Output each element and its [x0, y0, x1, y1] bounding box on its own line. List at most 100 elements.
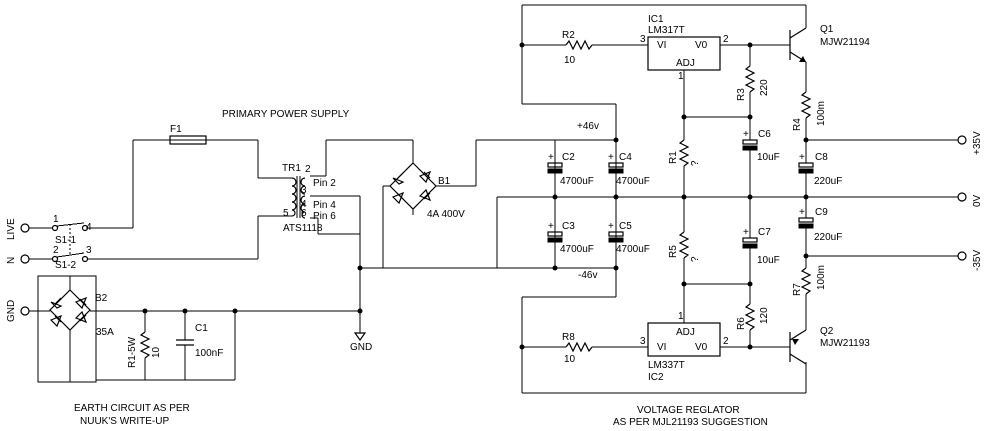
resistor-r6-ref: R6 [736, 317, 747, 330]
live-terminal [20, 223, 52, 233]
resistor-r1-ref: R1 [668, 151, 679, 164]
switch-s1-1-label: S1-1 [55, 235, 77, 246]
cap-c2-ref: C2 [562, 152, 575, 163]
primary-supply-heading: PRIMARY POWER SUPPLY [222, 109, 350, 120]
net-pos46: +46v [577, 121, 599, 132]
gnd-terminal [20, 306, 38, 316]
q2-part: MJW21193 [820, 338, 870, 349]
switch-pin1-label: 1 [53, 214, 59, 225]
pos35-terminal [957, 135, 967, 145]
transformer-n5: 5 [283, 208, 289, 219]
resistor-r6-value: 120 [759, 307, 770, 324]
cap-c2-value: 4700uF [560, 176, 594, 187]
bridge-b2-ref: B2 [95, 293, 108, 304]
transistor-q2 [789, 329, 807, 365]
earth-r1-value: 10 [151, 346, 162, 358]
cap-c6-ref: C6 [758, 129, 771, 140]
cap-c6-value: 10uF [757, 152, 780, 163]
transistor-q1 [789, 27, 807, 63]
capacitor-c2 [547, 162, 563, 174]
resistor-r8 [565, 341, 593, 353]
cap-c3-ref: C3 [562, 221, 575, 232]
bridge-b2-rating: 35A [96, 327, 114, 338]
cap-c5-plus: + [608, 221, 614, 232]
resistor-r3 [744, 65, 756, 93]
neutral-label: N [6, 257, 17, 264]
switch-pin3-label: 3 [86, 245, 92, 256]
zero-label: 0V [972, 194, 983, 207]
transformer-n2: 2 [305, 164, 311, 175]
resistor-r5-value: ? [690, 256, 701, 262]
neutral-terminal [20, 254, 52, 264]
q2-ref: Q2 [820, 326, 834, 337]
cap-c6-plus: + [743, 129, 749, 140]
ic2-pin1: 1 [678, 311, 684, 322]
transformer-n3: 3 [301, 185, 307, 196]
earth-r1-ref: R1-5W [127, 336, 138, 368]
earth-c1-ref: C1 [195, 323, 208, 334]
resistor-r7-ref: R7 [792, 283, 803, 296]
capacitor-c5 [608, 231, 624, 243]
transformer-n4: 4 [301, 199, 307, 210]
resistor-r5 [678, 231, 690, 259]
cap-c7-value: 10uF [757, 255, 780, 266]
bridge-b1 [389, 162, 437, 210]
resistor-r7-value: 100m [816, 265, 827, 290]
resistor-r7 [800, 267, 812, 295]
transformer-n6: 6 [301, 208, 307, 219]
ic2-pin3: 3 [640, 336, 646, 347]
capacitor-c3 [547, 231, 563, 243]
ic2-part: LM337T [648, 360, 685, 371]
ic1-adj: ADJ [676, 58, 695, 69]
switch-s1 [51, 222, 89, 263]
earth-c1-value: 100nF [195, 348, 223, 359]
transformer-tr1 [288, 176, 306, 219]
transformer-pin2: Pin 2 [313, 178, 336, 189]
resistor-r3-ref: R3 [736, 88, 747, 101]
transformer-ref: TR1 [282, 163, 301, 174]
cap-c8-plus: + [799, 152, 805, 163]
fuse-f1 [169, 135, 207, 145]
earth-heading-line2: NUUK'S WRITE-UP [80, 416, 169, 427]
ic2-pin2: 2 [723, 336, 729, 347]
transformer-pin4: Pin 4 [313, 200, 336, 211]
cap-c5-value: 4700uF [616, 244, 650, 255]
resistor-r5-ref: R5 [668, 245, 679, 258]
resistor-r8-value: 10 [564, 354, 576, 365]
ic1-vi: VI [657, 40, 666, 51]
cap-c2-plus: + [548, 152, 554, 163]
cap-c7-plus: + [743, 227, 749, 238]
transformer-part: ATS1118 [283, 223, 323, 234]
resistor-r1-value: ? [690, 160, 701, 166]
ic2-vo: V0 [695, 342, 708, 353]
resistor-r4-value: 100m [816, 101, 827, 126]
bridge-b2 [49, 289, 91, 331]
neg35-label: -35V [972, 250, 983, 271]
resistor-r2-value: 10 [564, 55, 576, 66]
capacitor-c8 [798, 162, 814, 174]
cap-c9-value: 220uF [814, 232, 842, 243]
resistor-r2 [565, 39, 593, 51]
bridge-b1-ref: B1 [438, 176, 451, 187]
live-label: LIVE [6, 218, 17, 240]
cap-c4-plus: + [608, 152, 614, 163]
cap-c3-plus: + [548, 221, 554, 232]
ic2-ref: IC2 [648, 372, 664, 383]
resistor-r1 [678, 139, 690, 167]
resistor-r3-value: 220 [759, 79, 770, 96]
fuse-f1-label: F1 [170, 124, 182, 135]
transformer-pin6: Pin 6 [313, 211, 336, 222]
earth-circuit-frame [37, 275, 97, 383]
cap-c5-ref: C5 [619, 221, 632, 232]
switch-s1-2-label: S1-2 [55, 260, 77, 271]
ic1-pin2: 2 [723, 34, 729, 45]
cap-c4-value: 4700uF [616, 176, 650, 187]
resistor-r4-ref: R4 [792, 118, 803, 131]
zero-terminal [957, 192, 967, 202]
ic1-vo: V0 [695, 40, 708, 51]
earth-heading-line1: EARTH CIRCUIT AS PER [74, 403, 190, 414]
neg35-terminal [957, 251, 967, 261]
capacitor-c9 [798, 217, 814, 229]
regulator-heading-line1: VOLTAGE REGLATOR [637, 405, 740, 416]
